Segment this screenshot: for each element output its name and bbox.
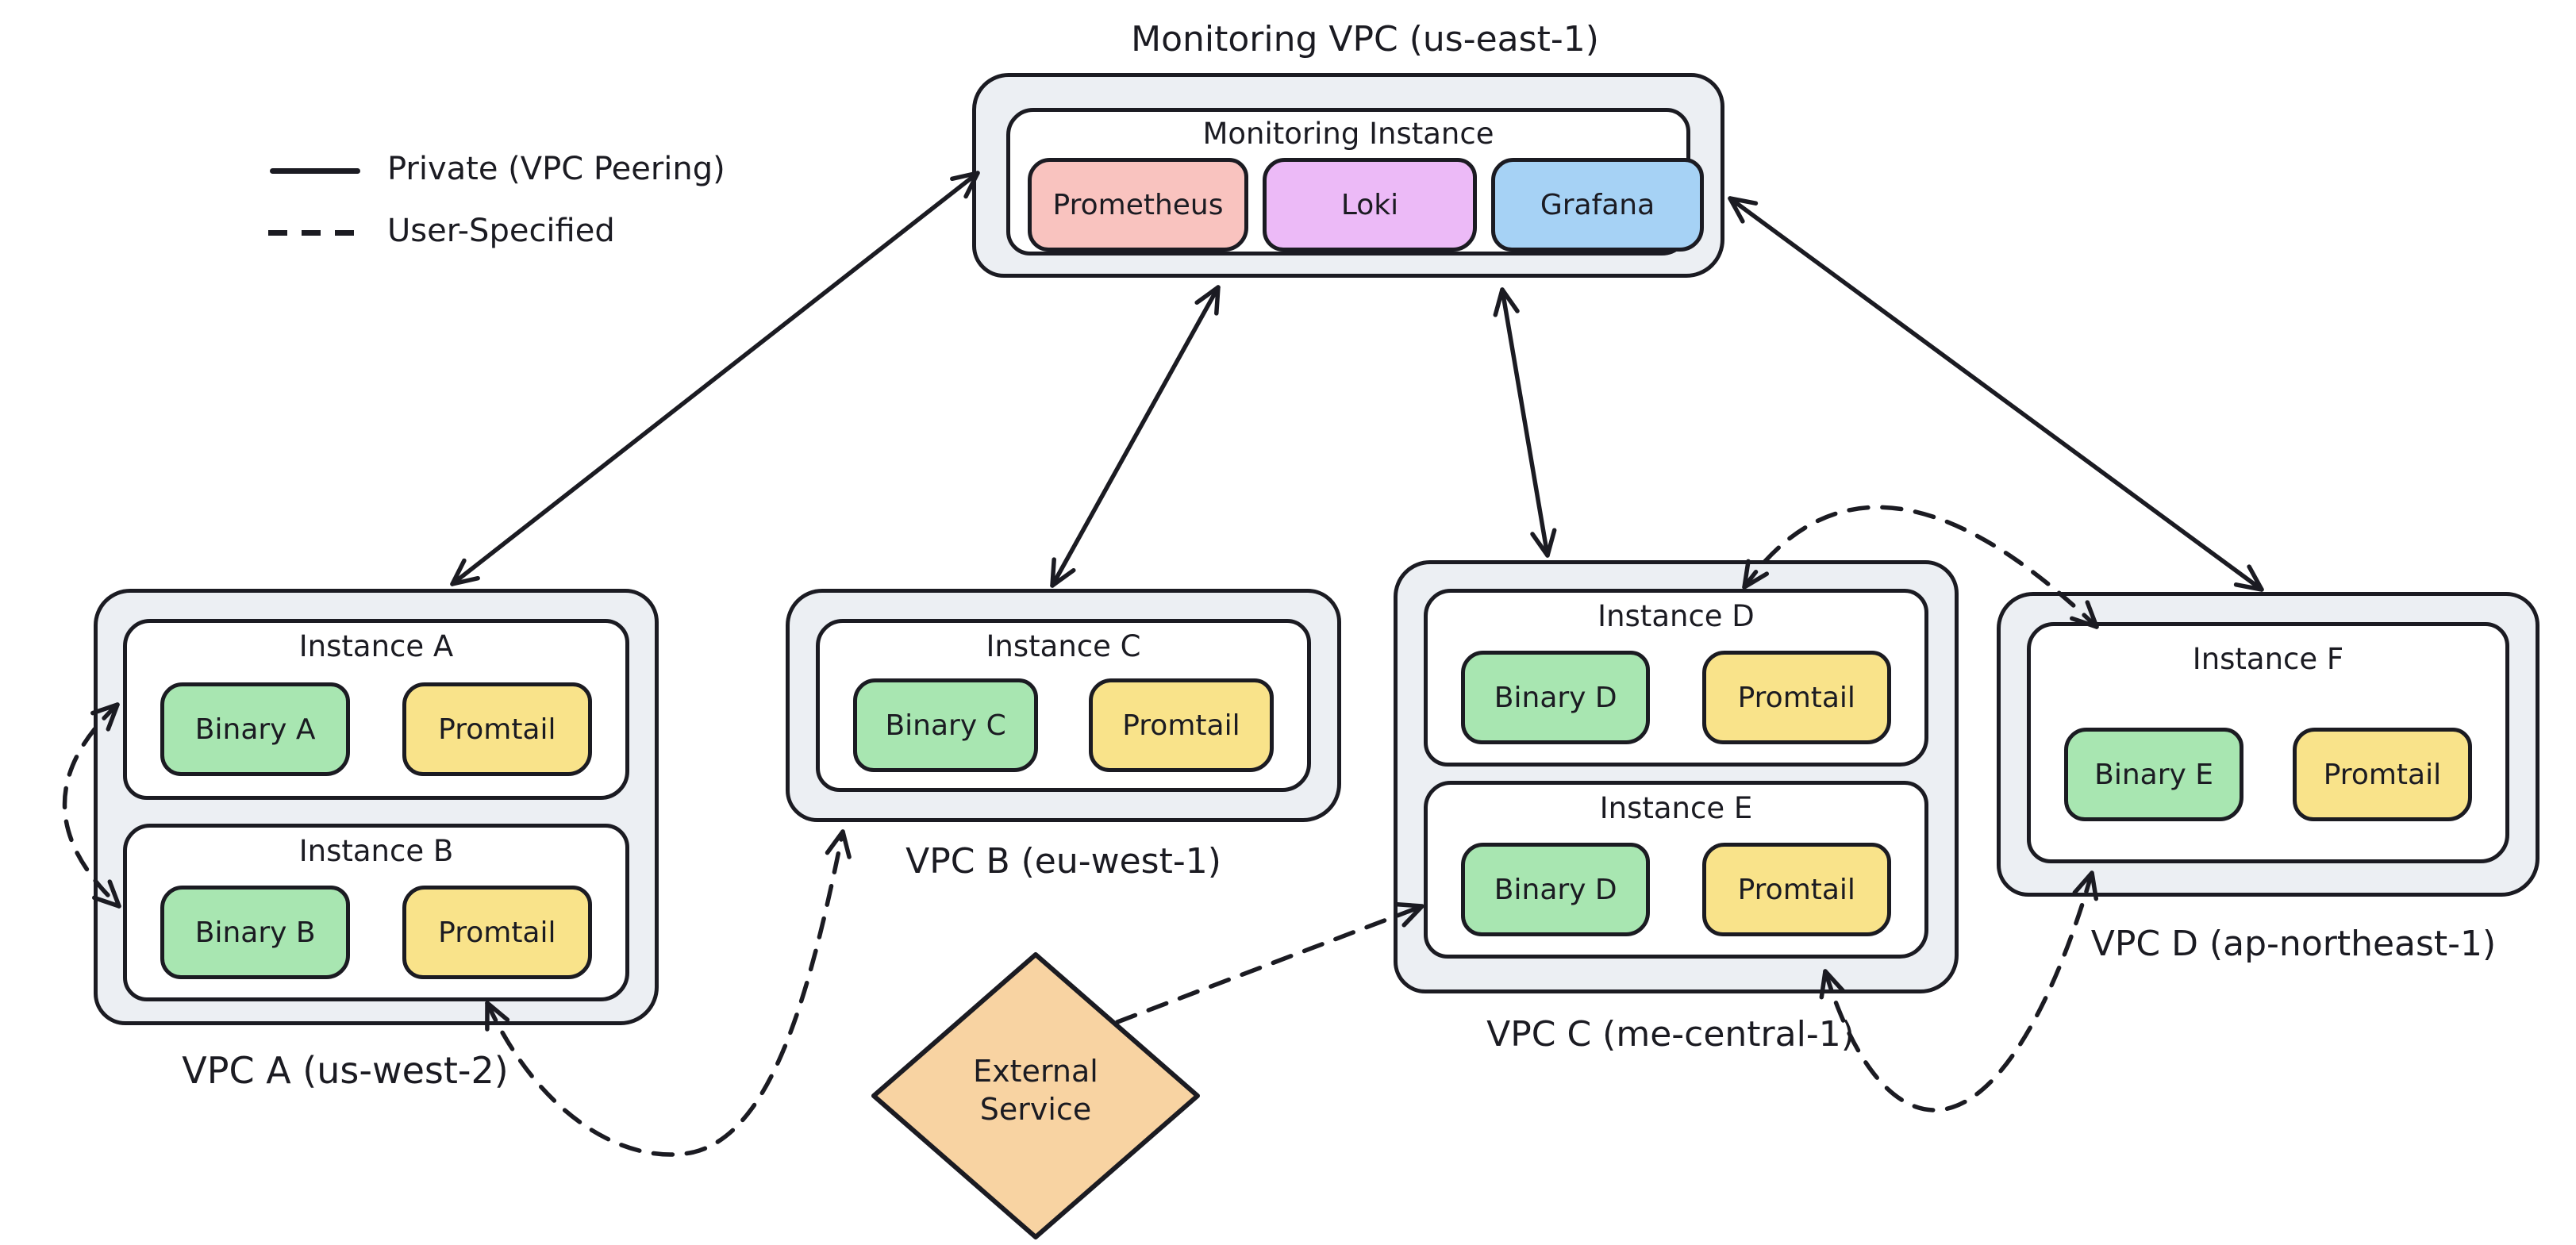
arrowhead-monitoring-vpc-c <box>1530 528 1557 558</box>
binary-b-node: Binary B <box>160 886 351 980</box>
promtail-node: Promtail <box>402 886 592 980</box>
legend-user-specified-label: User-Specified <box>387 213 615 249</box>
edge-external-service-vpc-c <box>1115 904 1424 1024</box>
arrowhead-vpc-a-vpc-b <box>825 829 852 859</box>
arrowhead-monitoring-vpc-b <box>1194 285 1221 316</box>
edge-monitoring-vpc-b <box>1050 285 1221 588</box>
monitoring-vpc-title: Monitoring VPC (us-east-1) <box>1131 19 1599 60</box>
prometheus-node: Prometheus <box>1028 158 1248 252</box>
monitoring-instance-label: Monitoring Instance <box>1202 117 1494 151</box>
instance-d-label: Instance D <box>1598 599 1755 633</box>
legend-private-label: Private (VPC Peering) <box>387 151 725 187</box>
instance-f-box: Instance F Binary E Promtail <box>2027 622 2509 863</box>
vpc-b-label: VPC B (eu-west-1) <box>905 841 1221 882</box>
binary-d-node: Binary D <box>1461 843 1651 937</box>
arrowhead-monitoring-vpc-b <box>1050 557 1076 588</box>
edge-monitoring-vpc-c <box>1500 287 1550 558</box>
grafana-node: Grafana <box>1491 158 1704 252</box>
promtail-node: Promtail <box>1701 651 1891 745</box>
instance-c-box: Instance C Binary C Promtail <box>816 619 1311 792</box>
binary-c-node: Binary C <box>853 678 1039 773</box>
instance-e-label: Instance E <box>1599 791 1753 825</box>
vpc-d-label: VPC D (ap-northeast-1) <box>2090 924 2497 964</box>
instance-e-box: Instance E Binary D Promtail <box>1424 781 1928 959</box>
instance-a-label: Instance A <box>298 629 454 663</box>
legend-solid-line-swatch <box>270 168 360 174</box>
binary-e-node: Binary E <box>2064 728 2244 822</box>
external-service-label-line1: External <box>973 1054 1098 1089</box>
instance-b-label: Instance B <box>298 834 454 868</box>
binary-d-node: Binary D <box>1461 651 1651 745</box>
arrowhead-monitoring-vpc-c <box>1493 287 1520 317</box>
arrowhead-monitoring-vpc-d <box>1728 196 1759 224</box>
instance-a-box: Instance A Binary A Promtail <box>123 619 629 800</box>
arrowhead-monitoring-vpc-d <box>2233 564 2264 592</box>
binary-a-node: Binary A <box>160 682 351 777</box>
external-service-label-line2: Service <box>979 1092 1092 1127</box>
instance-d-box: Instance D Binary D Promtail <box>1424 589 1928 767</box>
edge-monitoring-vpc-d <box>1728 196 2264 592</box>
promtail-node: Promtail <box>1088 678 1274 773</box>
promtail-node: Promtail <box>2292 728 2472 822</box>
instance-c-label: Instance C <box>986 629 1141 663</box>
legend-dashed-line-swatch <box>268 230 365 236</box>
vpc-a-label: VPC A (us-west-2) <box>182 1049 509 1092</box>
monitoring-instance-box: Monitoring Instance Prometheus Loki Graf… <box>1006 108 1704 256</box>
promtail-node: Promtail <box>1701 843 1891 937</box>
external-service-label: External Service <box>973 1052 1098 1128</box>
loki-node: Loki <box>1263 158 1477 252</box>
instance-b-box: Instance B Binary B Promtail <box>123 824 629 1001</box>
vpc-c-label: VPC C (me-central-1) <box>1486 1014 1855 1055</box>
promtail-node: Promtail <box>402 682 592 777</box>
arrowhead-monitoring-vpc-a <box>450 558 480 586</box>
instance-f-label: Instance F <box>2192 642 2344 676</box>
